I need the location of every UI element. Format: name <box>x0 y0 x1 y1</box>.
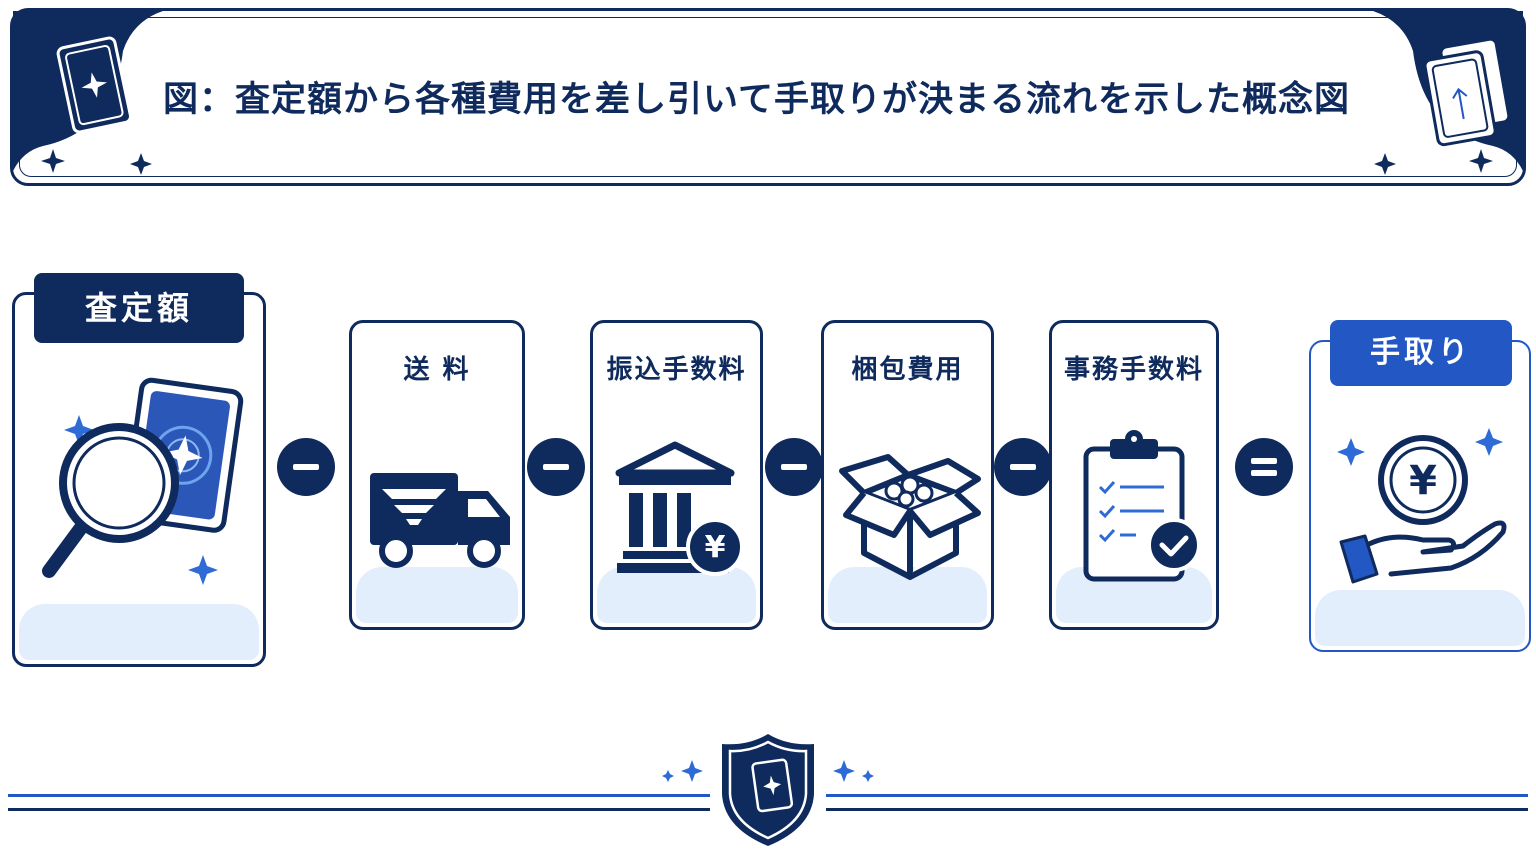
net-proceeds-card: ¥ <box>1309 340 1531 652</box>
svg-text:¥: ¥ <box>1409 458 1437 504</box>
left-corner-card-icon <box>13 11 163 175</box>
clipboard-check-icon <box>1083 430 1201 582</box>
svg-text:¥: ¥ <box>705 530 726 565</box>
minus-operator-2 <box>527 438 585 496</box>
transfer-fee-label: 振込手数料 <box>606 355 747 385</box>
minus-operator-1 <box>277 438 335 496</box>
net-proceeds-label: 手取り <box>1370 335 1472 370</box>
appraisal-card <box>12 292 266 667</box>
right-corner-card-icon <box>1373 11 1523 175</box>
packing-cost-card: 梱包費用 <box>821 320 994 630</box>
packing-cost-label: 梱包費用 <box>851 355 964 385</box>
footer-shield-card-icon <box>662 734 874 846</box>
box-icon <box>839 454 981 580</box>
admin-fee-label: 事務手数料 <box>1063 355 1204 385</box>
appraisal-label: 査定額 <box>84 289 193 327</box>
diagram-title: 図：査定額から各種費用を差し引いて手取りが決まる流れを示した概念図 <box>163 80 1350 120</box>
hand-yen-coin-icon: ¥ <box>1337 428 1507 584</box>
magnifier-card-icon <box>42 377 244 585</box>
title-banner: 図：査定額から各種費用を差し引いて手取りが決まる流れを示した概念図 <box>10 8 1526 186</box>
minus-operator-3 <box>765 438 823 496</box>
admin-fee-card: 事務手数料 <box>1049 320 1219 630</box>
shipping-fee-card: 送 料 <box>349 320 525 630</box>
shipping-fee-label: 送 料 <box>403 355 471 385</box>
truck-icon <box>370 473 510 568</box>
net-proceeds-badge: 手取り <box>1330 320 1512 386</box>
equals-operator <box>1235 438 1293 496</box>
appraisal-badge: 査定額 <box>34 273 244 343</box>
bank-yen-icon: ¥ <box>615 441 744 576</box>
transfer-fee-card: 振込手数料 ¥ <box>590 320 763 630</box>
minus-operator-4 <box>994 438 1052 496</box>
